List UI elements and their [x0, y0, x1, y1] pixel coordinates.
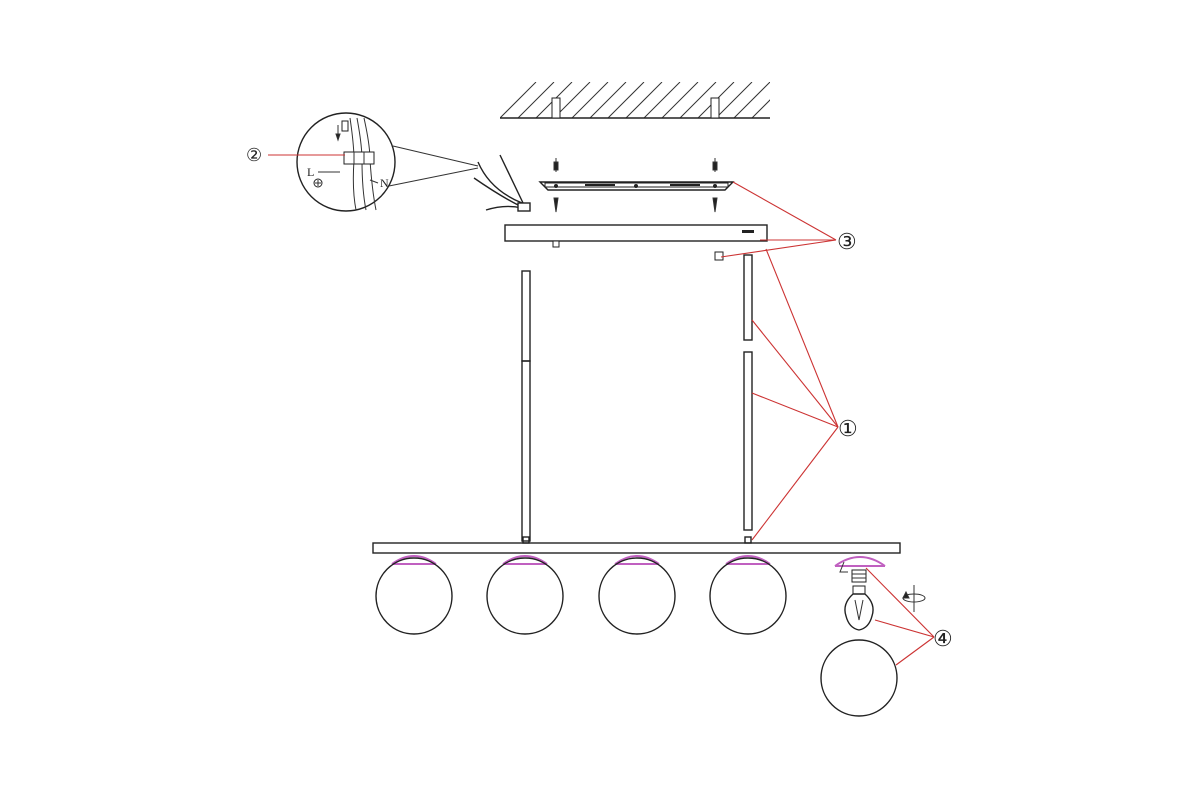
- callouts: ② ③ ① ④: [246, 145, 953, 651]
- bulb: [844, 593, 874, 631]
- callout-4: ④: [933, 626, 953, 651]
- exploded-globe: [820, 639, 898, 717]
- globe-4: [709, 555, 787, 635]
- callout-1: ①: [838, 416, 858, 441]
- wire-label-l: L: [307, 165, 314, 179]
- ceiling-screws: [553, 158, 718, 213]
- lamp-bar: [372, 542, 901, 554]
- ceiling: [500, 82, 770, 119]
- callout-3: ③: [837, 229, 857, 254]
- bulb-base: [852, 585, 866, 595]
- canopy: [504, 224, 768, 261]
- leader-lines: [268, 154, 935, 666]
- globe-2: [486, 555, 564, 635]
- wiring-detail: L N: [296, 112, 479, 212]
- globes: [375, 555, 787, 635]
- wire-label-n: N: [380, 176, 389, 190]
- globe-3: [598, 555, 676, 635]
- mounting-bracket: [538, 181, 735, 191]
- suspension-rods: [521, 254, 753, 544]
- callout-2: ②: [246, 145, 262, 165]
- globe-1: [375, 555, 453, 635]
- exploded-bulb-assembly: [820, 556, 926, 717]
- rotate-arrow-icon: [902, 585, 926, 612]
- mains-wires: [473, 154, 531, 212]
